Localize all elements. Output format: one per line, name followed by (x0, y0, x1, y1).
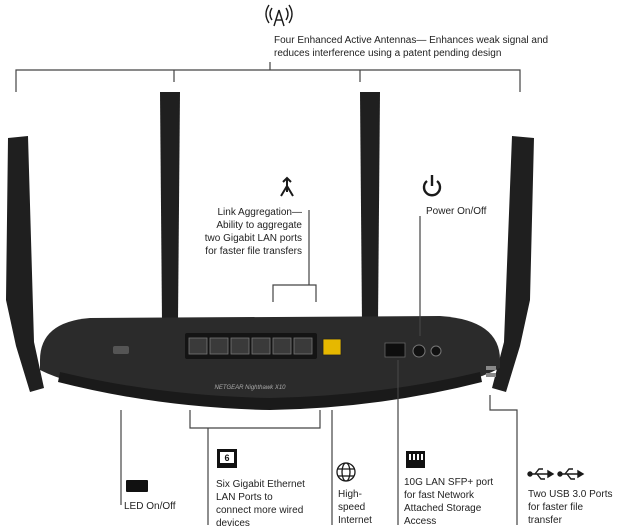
lan-port (293, 337, 313, 355)
link-aggregation-line-4: for faster file transfers (205, 246, 302, 257)
antenna-left-outer (6, 136, 44, 392)
link-aggregation-label: Link Aggregation— Ability to aggregate t… (190, 206, 302, 258)
sfp-label: 10G LAN SFP+ port for fast Network Attac… (404, 476, 512, 528)
link-aggregation-icon (280, 176, 294, 197)
lan-badge: 6 (224, 453, 229, 463)
power-button-shape (412, 344, 426, 358)
power-label: Power On/Off (426, 206, 487, 217)
antennas-line-2: reduces interference using a patent pend… (274, 48, 502, 59)
antenna-tower-icon (265, 4, 293, 27)
sfp-port-shape (384, 342, 406, 358)
lan-port (188, 337, 208, 355)
lan-ports (188, 337, 313, 355)
antenna-right-inner (360, 92, 380, 332)
usb-line-3: transfer (528, 515, 562, 526)
lan-port (272, 337, 292, 355)
bottom-callouts (120, 360, 518, 525)
internet-line-2: speed (338, 502, 366, 513)
sfp-line-4: Access (404, 516, 437, 527)
lan-port (209, 337, 229, 355)
antenna-left-inner (160, 92, 180, 330)
antenna-bracket (15, 62, 521, 92)
lan-label: Six Gigabit Ethernet LAN Ports to connec… (216, 478, 328, 530)
lan-line-3: connect more wired (216, 505, 304, 516)
led-switch-shape (113, 346, 129, 354)
internet-line-1: High- (338, 489, 362, 500)
antennas-line-1: Four Enhanced Active Antennas— Enhances … (274, 35, 549, 46)
link-aggregation-line-3: two Gigabit LAN ports (204, 233, 302, 244)
sfp-line-3: Attached Storage (404, 503, 482, 514)
power-icon (422, 175, 442, 197)
usb-line-2: for faster file (528, 502, 584, 513)
led-switch-icon (126, 480, 148, 492)
globe-icon (336, 462, 356, 482)
antennas (6, 92, 534, 392)
usb-side-port (486, 373, 496, 377)
internet-port (322, 338, 342, 356)
lan-line-2: LAN Ports to (216, 492, 273, 503)
internet-label: High- speed Internet (338, 488, 390, 527)
router-brand: NETGEAR Nighthawk X10 (214, 385, 286, 391)
lan-port (230, 337, 250, 355)
router-body (40, 316, 500, 410)
sfp-line-1: 10G LAN SFP+ port (404, 477, 494, 488)
lan-line-4: devices (216, 518, 250, 529)
reset-button-shape (430, 345, 442, 357)
antenna-right-outer (492, 136, 534, 392)
usb-side-port (486, 366, 496, 370)
usb-line-1: Two USB 3.0 Ports (528, 489, 613, 500)
sfp-port-icon (406, 451, 425, 468)
link-aggregation-callout (272, 210, 317, 302)
lan-port (251, 337, 271, 355)
ethernet-port-icon: 6 (217, 449, 237, 468)
usb-label: Two USB 3.0 Ports for faster file transf… (528, 488, 616, 527)
lan-line-1: Six Gigabit Ethernet (216, 479, 305, 490)
led-label: LED On/Off (124, 501, 176, 512)
link-aggregation-line-2: Ability to aggregate (216, 220, 302, 231)
usb-icon (527, 468, 585, 480)
link-aggregation-line-1: Link Aggregation— (217, 207, 302, 218)
sfp-line-2: for fast Network (404, 490, 475, 501)
antennas-label: Four Enhanced Active Antennas— Enhances … (274, 34, 604, 60)
internet-line-3: Internet (338, 515, 372, 526)
